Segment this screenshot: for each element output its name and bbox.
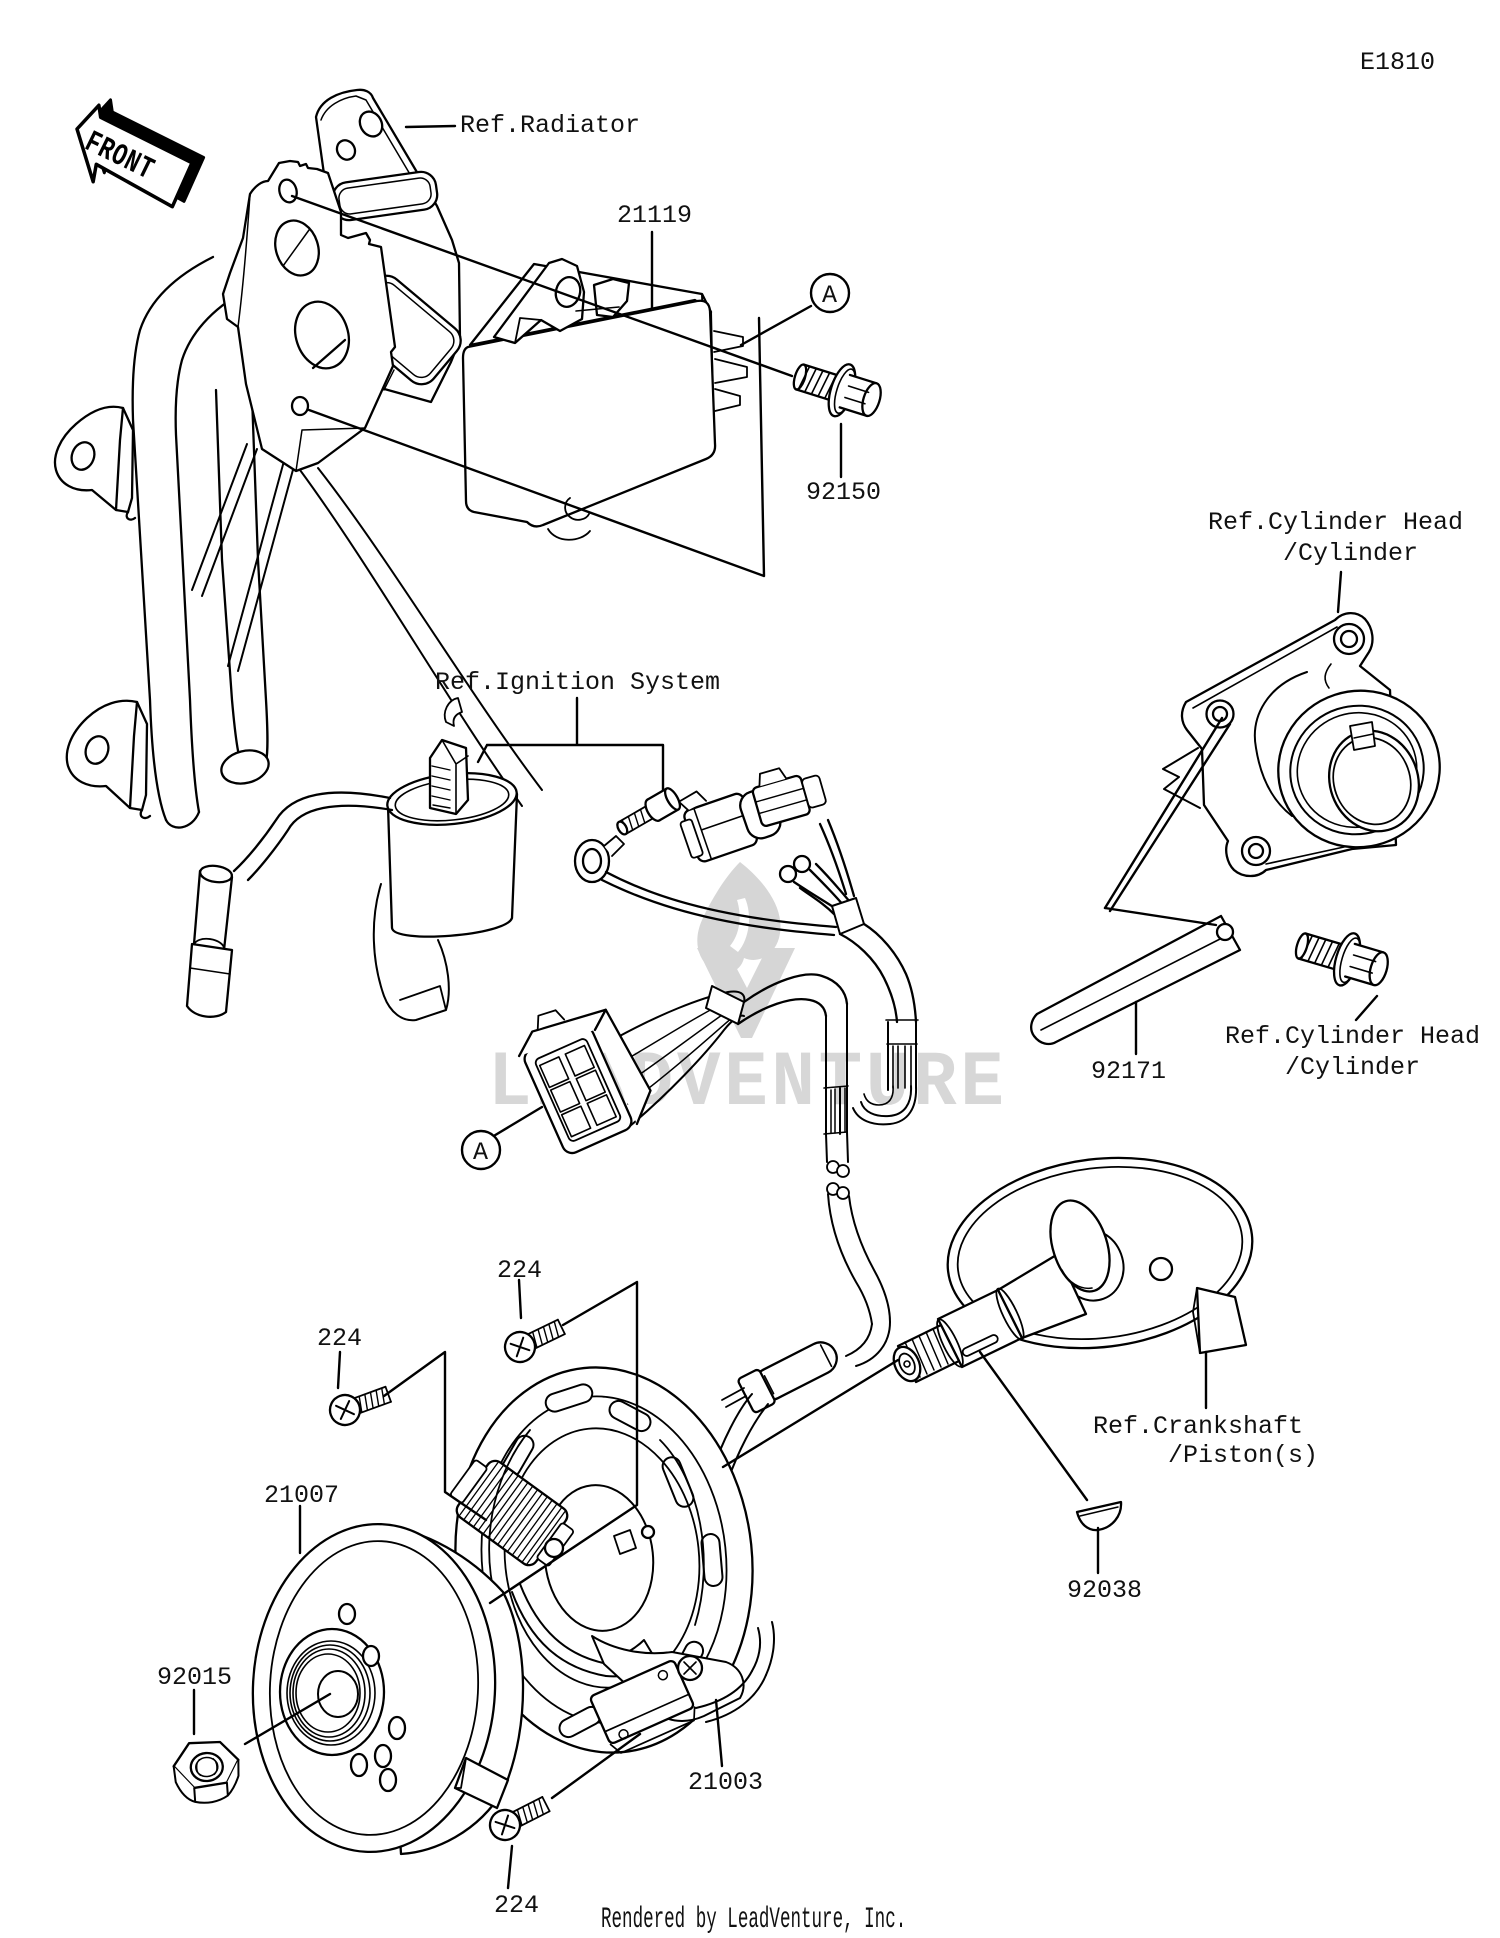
svg-text:224: 224 — [494, 1891, 539, 1920]
svg-text:/Piston(s): /Piston(s) — [1168, 1441, 1318, 1470]
svg-text:Ref.Cylinder Head: Ref.Cylinder Head — [1225, 1022, 1480, 1051]
svg-text:224: 224 — [317, 1324, 362, 1353]
svg-text:A: A — [822, 281, 837, 310]
svg-text:/Cylinder: /Cylinder — [1283, 539, 1418, 568]
svg-text:Rendered by LeadVenture, Inc.: Rendered by LeadVenture, Inc. — [601, 1904, 906, 1937]
svg-text:21119: 21119 — [617, 201, 692, 230]
svg-text:Ref.Ignition System: Ref.Ignition System — [435, 668, 720, 697]
svg-text:A: A — [473, 1138, 488, 1167]
svg-text:21003: 21003 — [688, 1768, 763, 1797]
svg-text:92150: 92150 — [806, 478, 881, 507]
svg-text:E1810: E1810 — [1360, 48, 1435, 77]
svg-text:92171: 92171 — [1091, 1057, 1166, 1086]
svg-text:Ref.Cylinder Head: Ref.Cylinder Head — [1208, 508, 1463, 537]
svg-text:92038: 92038 — [1067, 1576, 1142, 1605]
svg-text:Ref.Crankshaft: Ref.Crankshaft — [1093, 1412, 1303, 1441]
svg-text:/Cylinder: /Cylinder — [1285, 1053, 1420, 1082]
svg-text:224: 224 — [497, 1256, 542, 1285]
svg-text:Ref.Radiator: Ref.Radiator — [460, 111, 640, 140]
svg-text:21007: 21007 — [264, 1481, 339, 1510]
svg-text:92015: 92015 — [157, 1663, 232, 1692]
